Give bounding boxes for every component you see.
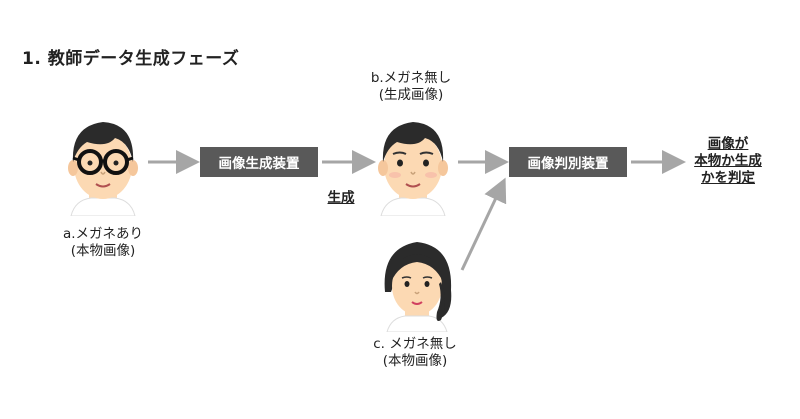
face-c-label-line2: (本物画像) [382, 353, 448, 369]
result-line3: かを判定 [701, 170, 755, 186]
discriminator-box: 画像判別装置 [509, 147, 627, 177]
face-a-label: a.メガネあり (本物画像) [53, 226, 153, 260]
result-line1: 画像が [707, 136, 749, 152]
face-a-glasses-icon [68, 122, 138, 216]
generate-label: 生成 [327, 190, 355, 206]
arrow-c-to-discriminator [460, 177, 507, 271]
face-b-label-line1: b.メガネ無し [370, 70, 452, 86]
face-b-label: b.メガネ無し (生成画像) [356, 70, 466, 104]
result-line2: 本物か生成 [694, 153, 762, 169]
face-a-label-line1: a.メガネあり [62, 226, 144, 242]
face-a-label-line2: (本物画像) [70, 243, 136, 259]
face-b-label-line2: (生成画像) [378, 87, 444, 103]
face-b-no-glasses-icon [378, 122, 448, 216]
diagram-title: 1. 教師データ生成フェーズ [22, 49, 240, 69]
face-c-woman-icon [384, 242, 452, 332]
face-c-label: c. メガネ無し (本物画像) [355, 336, 475, 370]
face-c-label-line1: c. メガネ無し [373, 336, 457, 352]
result-text: 画像が 本物か生成 かを判定 [678, 136, 778, 187]
generator-box: 画像生成装置 [200, 147, 318, 177]
